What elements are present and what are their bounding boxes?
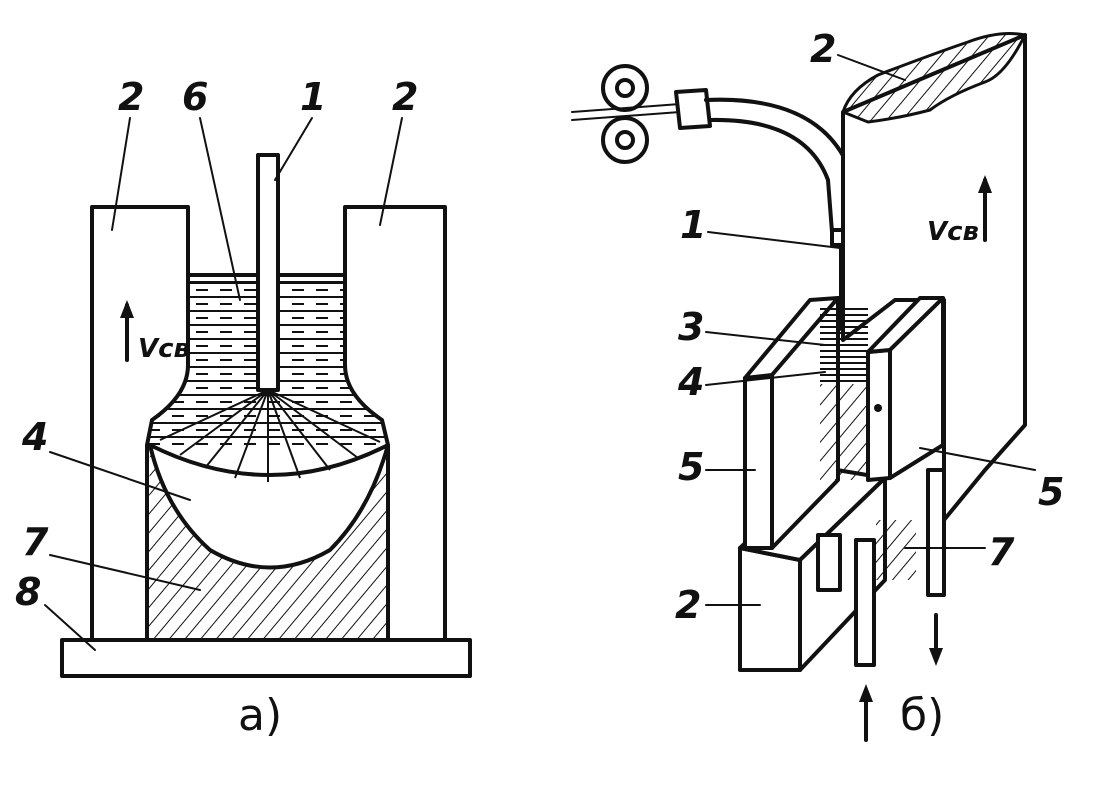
cooling-channel [876,520,916,580]
metal-pool [148,443,390,570]
label-2-right: 2 [392,75,418,119]
weld-seam-b [820,384,868,480]
label-7-b: 7 [988,530,1015,574]
left-plate [738,546,802,672]
label-7: 7 [22,520,49,564]
label-1-b: 1 [680,203,706,247]
plate-cut-top [841,32,1028,124]
label-2-bottom: 2 [675,583,701,627]
caption-b: б) [900,690,944,741]
figure-a: Vсв 2 6 1 2 4 7 8 а) [15,75,472,741]
weld-seam [147,445,388,640]
caption-a: а) [238,690,282,741]
water-outlet [926,468,946,666]
velocity-label-b: Vсв [927,217,979,247]
label-4-b: 4 [677,360,704,404]
base-plate [60,638,472,678]
arc-spray [159,389,381,482]
velocity-arrow [120,300,134,362]
electrode [256,153,280,392]
guide-nut [674,88,712,130]
left-slider [743,373,774,550]
label-2-left: 2 [118,75,144,119]
slag-bath-b [820,308,868,358]
label-5-right: 5 [1038,470,1064,514]
feed-rollers [571,64,681,164]
label-3: 3 [678,305,704,349]
cut-block [816,533,842,592]
label-4: 4 [21,415,48,459]
right-slider [866,348,892,482]
metal-pool-b [820,358,868,384]
label-1: 1 [300,75,326,119]
label-6: 6 [182,75,208,119]
velocity-arrow-b [978,175,992,242]
label-2-top: 2 [810,27,836,71]
velocity-label-a: Vсв [138,334,190,364]
figure-b: 2 Vсв [571,27,1064,742]
label-8: 8 [15,570,41,614]
water-inlet [854,538,876,742]
label-5-left: 5 [678,445,704,489]
